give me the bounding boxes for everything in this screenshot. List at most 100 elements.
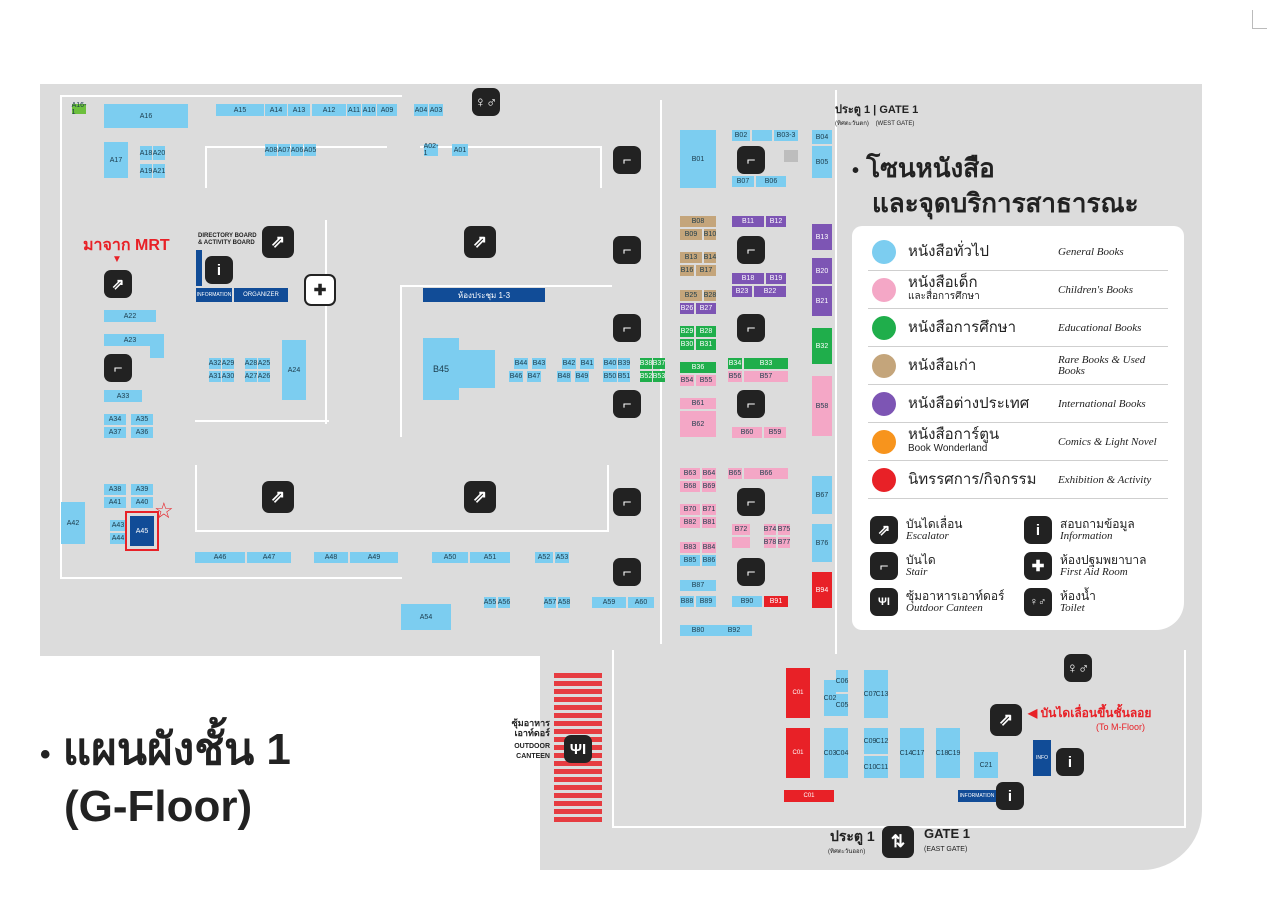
booth-b20[interactable]: B20 [812, 258, 832, 284]
booth-a08[interactable]: A08 [265, 144, 277, 156]
booth-a04[interactable]: A04 [414, 104, 428, 116]
booth-a44[interactable]: A44 [110, 533, 126, 544]
booth-a35[interactable]: A35 [131, 414, 153, 425]
booth-b84[interactable]: B84 [702, 542, 716, 553]
booth-a21[interactable]: A21 [153, 164, 165, 178]
booth-b19[interactable]: B19 [766, 273, 786, 284]
booth-a38[interactable]: A38 [104, 484, 126, 495]
booth-b70[interactable]: B70 [680, 504, 700, 515]
booth-a20[interactable]: A20 [153, 146, 165, 160]
booth-b13-rare[interactable]: B13 [680, 252, 702, 263]
booth-a47[interactable]: A47 [247, 552, 291, 563]
booth-b49[interactable]: B49 [575, 371, 589, 382]
booth-b59[interactable]: B59 [764, 427, 786, 438]
stair-icon[interactable]: ⌐ [613, 488, 641, 516]
booth-a52[interactable]: A52 [535, 552, 553, 563]
booth-b28-rare[interactable]: B28 [703, 290, 717, 301]
escalator-icon[interactable]: ⇗ [464, 481, 496, 513]
booth-a33[interactable]: A33 [104, 390, 142, 402]
booth-b53[interactable]: B53 [652, 371, 666, 382]
meeting-room[interactable]: ห้องประชุม 1-3 [423, 288, 545, 302]
booth-a25[interactable]: A25 [257, 358, 271, 369]
stair-icon[interactable]: ⌐ [104, 354, 132, 382]
booth-b47[interactable]: B47 [527, 371, 541, 382]
booth-a29[interactable]: A29 [221, 358, 235, 369]
escalator-icon[interactable]: ⇗ [262, 481, 294, 513]
booth-b46[interactable]: B46 [509, 371, 523, 382]
booth-c13[interactable]: C13 [876, 670, 888, 718]
booth-a01[interactable]: A01 [452, 144, 468, 156]
booth-b28[interactable]: B28 [696, 326, 716, 337]
booth-b57[interactable]: B57 [744, 371, 788, 382]
booth-a34[interactable]: A34 [104, 414, 126, 425]
booth-c11[interactable]: C11 [876, 756, 888, 778]
booth-c04[interactable]: C04 [836, 728, 848, 778]
booth-a17[interactable]: A17 [104, 142, 128, 178]
booth-b02[interactable]: B02 [732, 130, 750, 141]
booth-b14[interactable]: B14 [703, 252, 717, 263]
booth-b61[interactable]: B61 [680, 398, 716, 409]
booth-c17[interactable]: C17 [912, 728, 924, 778]
booth-b86[interactable]: B86 [702, 555, 716, 566]
canteen-icon[interactable]: ΨΙ [564, 735, 592, 763]
booth-a43[interactable]: A43 [110, 520, 126, 531]
entrance-exit-icon[interactable]: ⇅ [882, 826, 914, 858]
booth-b85[interactable]: B85 [680, 555, 700, 566]
booth-a56[interactable]: A56 [497, 597, 511, 608]
booth-a14[interactable]: A14 [265, 104, 287, 116]
booth-b88[interactable]: B88 [680, 596, 694, 607]
booth-b68[interactable]: B68 [680, 481, 700, 492]
info-icon[interactable]: i [1056, 748, 1084, 776]
booth-b21[interactable]: B21 [812, 286, 832, 316]
stair-icon[interactable]: ⌐ [613, 314, 641, 342]
booth-b63[interactable]: B63 [680, 468, 700, 479]
booth-b60[interactable]: B60 [732, 427, 762, 438]
information-desk-east[interactable]: INFORMATION [958, 790, 996, 802]
booth-b30[interactable]: B30 [680, 339, 694, 350]
stair-icon[interactable]: ⌐ [737, 314, 765, 342]
booth-b34[interactable]: B34 [728, 358, 742, 369]
booth-b69[interactable]: B69 [702, 481, 716, 492]
booth-b45[interactable]: B45 [423, 338, 459, 400]
booth-a40[interactable]: A40 [131, 497, 153, 508]
booth-b22[interactable]: B22 [754, 286, 786, 297]
booth-a59[interactable]: A59 [592, 597, 626, 608]
stair-icon[interactable]: ⌐ [737, 146, 765, 174]
booth-a05[interactable]: A05 [304, 144, 316, 156]
booth-b50[interactable]: B50 [603, 371, 617, 382]
booth-b72[interactable]: B72 [732, 524, 750, 535]
booth-b41[interactable]: B41 [580, 358, 594, 369]
booth-b10[interactable]: B10 [703, 229, 717, 240]
booth-a41[interactable]: A41 [104, 497, 126, 508]
stair-icon[interactable]: ⌐ [613, 558, 641, 586]
information-desk[interactable]: INFORMATION [196, 288, 232, 302]
booth-b64[interactable]: B64 [702, 468, 716, 479]
booth-c06[interactable]: C06 [836, 670, 848, 692]
booth-b42[interactable]: B42 [562, 358, 576, 369]
stair-icon[interactable]: ⌐ [613, 146, 641, 174]
booth-b16[interactable]: B16 [680, 265, 694, 276]
booth-a27[interactable]: A27 [244, 371, 258, 382]
booth-b74[interactable]: B74 [763, 524, 777, 535]
toilet-icon[interactable]: ♀♂ [472, 88, 500, 116]
booth-a53[interactable]: A53 [555, 552, 569, 563]
booth-c05[interactable]: C05 [836, 694, 848, 716]
booth-b71[interactable]: B71 [702, 504, 716, 515]
booth-a24[interactable]: A24 [282, 340, 306, 400]
booth-b43[interactable]: B43 [532, 358, 546, 369]
booth-b87[interactable]: B87 [680, 580, 716, 591]
booth-a48[interactable]: A48 [314, 552, 348, 563]
booth-c07[interactable]: C07 [864, 670, 876, 718]
booth-a51[interactable]: A51 [470, 552, 510, 563]
booth-a19[interactable]: A19 [140, 164, 152, 178]
booth-b37[interactable]: B37 [652, 358, 666, 369]
booth-b03-3[interactable]: B03-3 [774, 130, 798, 141]
booth-c21[interactable]: C21 [974, 752, 998, 778]
stair-icon[interactable]: ⌐ [737, 236, 765, 264]
booth-a28[interactable]: A28 [244, 358, 258, 369]
stair-icon[interactable]: ⌐ [737, 488, 765, 516]
booth-b12[interactable]: B12 [766, 216, 786, 227]
booth-b77[interactable]: B77 [777, 537, 791, 548]
stair-icon[interactable]: ⌐ [737, 390, 765, 418]
booth-a06[interactable]: A06 [291, 144, 303, 156]
